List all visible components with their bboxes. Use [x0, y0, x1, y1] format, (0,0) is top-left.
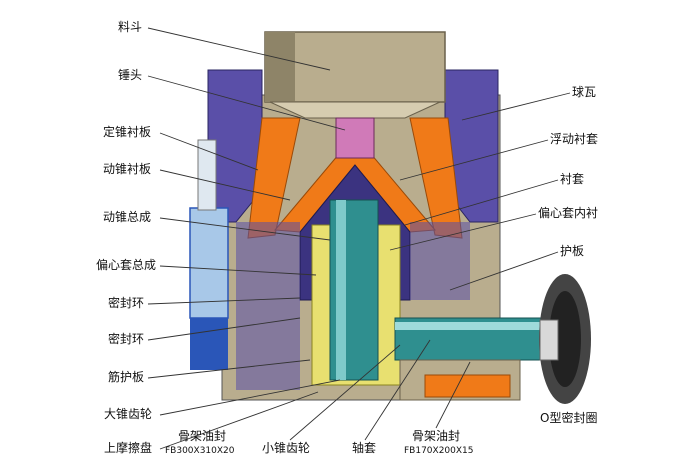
- label-eccentric-inner-bushing: 偏心套内衬: [538, 206, 599, 220]
- label-fixed-cone-liner: 定锥衬板: [103, 125, 152, 139]
- label-floating-bushing: 浮动衬套: [550, 132, 599, 146]
- label-small-bevel-gear: 小锥齿轮: [262, 441, 311, 455]
- lower-housing: [236, 222, 300, 390]
- leader-upper-friction-disc: [159, 391, 319, 450]
- leader-moving-cone-assembly: [159, 217, 331, 241]
- feed-cone: [269, 101, 441, 119]
- leader-eccentric-assembly: [159, 265, 317, 276]
- label-hopper: 料斗: [118, 20, 143, 34]
- hopper-shade: [265, 32, 295, 102]
- label-bushing: 衬套: [560, 172, 585, 186]
- leader-guard-plate: [449, 251, 559, 291]
- pulley-hub: [539, 319, 559, 361]
- leader-large-bevel-gear: [159, 379, 341, 416]
- label-hammer-head: 锤头: [118, 68, 143, 82]
- leader-eccentric-inner-bushing: [389, 213, 537, 251]
- counter-shaft-highlight: [395, 322, 545, 330]
- leader-hammer-head: [147, 75, 346, 131]
- label-seal-ring-2: 密封环: [108, 332, 145, 346]
- leader-ball-bearing: [461, 92, 571, 121]
- leader-small-bevel-gear: [289, 344, 401, 441]
- cone-cap: [335, 117, 375, 159]
- label-skeleton-oil-seal-left: 骨架油封: [178, 429, 227, 443]
- label-skeleton-oil-seal-left-spec: FB300X310X20: [165, 446, 235, 456]
- pulley-groove: [549, 291, 581, 387]
- hydraulic-rod: [197, 139, 217, 211]
- label-eccentric-assembly: 偏心套总成: [96, 258, 157, 272]
- leader-rib-guard: [147, 359, 311, 379]
- hydraulic-base: [190, 318, 228, 370]
- leader-bushing: [404, 179, 559, 226]
- bottom-bushing: [424, 374, 511, 398]
- leader-moving-cone-liner: [159, 169, 291, 201]
- leader-seal-ring-2: [147, 317, 301, 341]
- main-shaft-highlight: [336, 200, 346, 380]
- label-moving-cone-assembly: 动锥总成: [103, 210, 152, 224]
- label-moving-cone-liner: 动锥衬板: [103, 162, 152, 176]
- leader-fixed-cone-liner: [159, 132, 259, 171]
- leader-floating-bushing: [399, 139, 549, 181]
- label-skeleton-oil-seal-right: 骨架油封: [412, 429, 461, 443]
- leader-hopper: [147, 27, 331, 71]
- leader-seal-ring-1: [147, 297, 301, 305]
- label-large-bevel-gear: 大锥齿轮: [104, 407, 153, 421]
- label-shaft-sleeve: 轴套: [352, 441, 377, 455]
- label-skeleton-oil-seal-right-spec: FB170X200X15: [404, 446, 474, 456]
- label-guard-plate: 护板: [560, 244, 585, 258]
- leader-shaft-sleeve: [364, 339, 431, 441]
- label-ball-bearing: 球瓦: [572, 85, 597, 99]
- leader-skeleton-oil-seal-right: [435, 361, 471, 429]
- label-seal-ring-1: 密封环: [108, 296, 145, 310]
- label-o-ring: O型密封圈: [540, 411, 598, 425]
- label-rib-guard: 筋护板: [108, 370, 145, 384]
- label-upper-friction-disc: 上摩擦盘: [104, 441, 153, 455]
